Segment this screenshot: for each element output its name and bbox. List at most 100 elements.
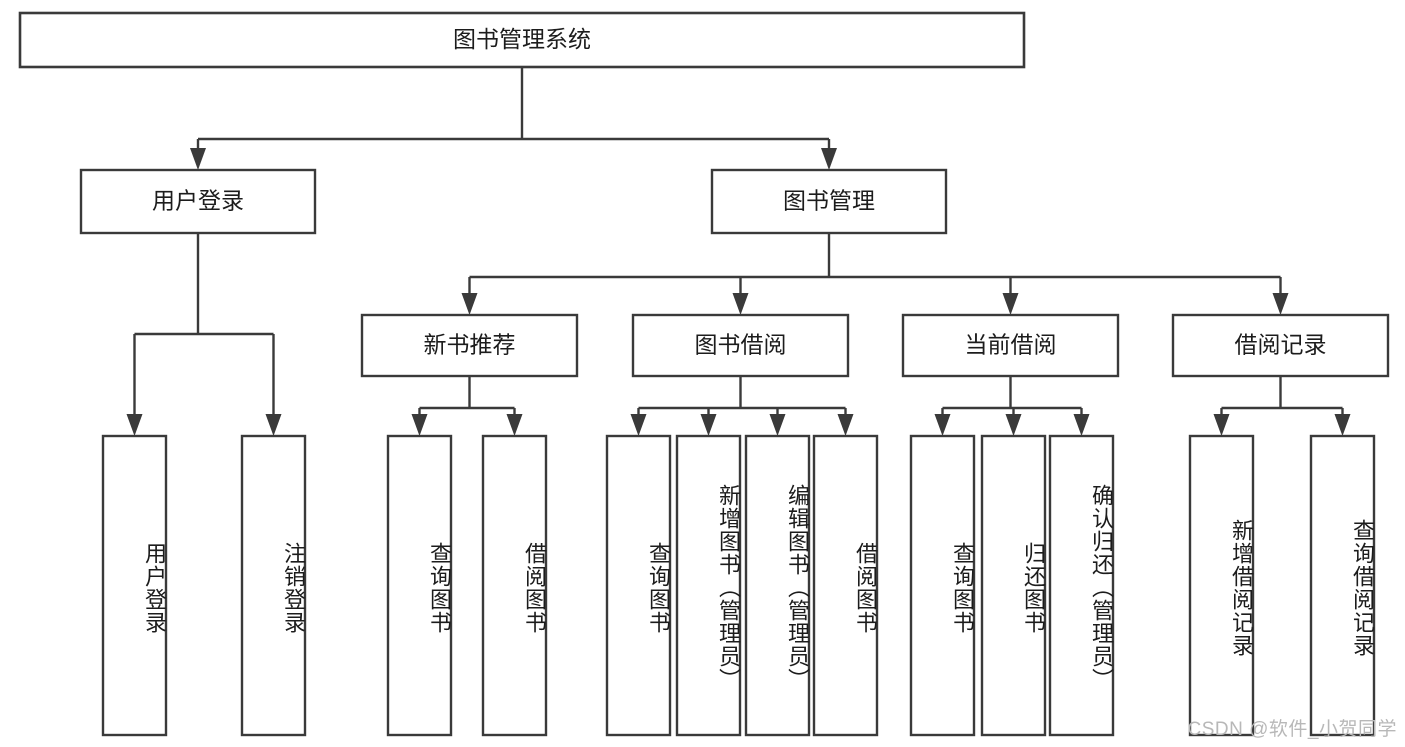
node-leaf-10-label-wrap: 归还图书 — [982, 436, 1046, 735]
node-level2-1-label: 用户登录 — [152, 188, 244, 214]
node-leaf-5-label-wrap: 查询图书 — [607, 436, 671, 735]
arrow-head-icon — [1002, 293, 1019, 315]
node-level3-1[interactable]: 新书推荐 — [360, 313, 579, 378]
node-leaf-6[interactable]: 新增图书（管理员） — [675, 434, 742, 737]
node-leaf-9-label-container: 查询图书 — [911, 436, 975, 735]
node-leaf-4-label-wrap: 借阅图书 — [483, 436, 547, 735]
connector-layer — [126, 67, 1351, 436]
node-root-system[interactable]: 图书管理系统 — [18, 11, 1026, 69]
node-leaf-3[interactable]: 查询图书 — [386, 434, 453, 737]
node-leaf-8-label-container: 借阅图书 — [853, 541, 878, 634]
node-leaf-1-label-container: 用户登录 — [103, 436, 167, 735]
node-root-system-label: 图书管理系统 — [453, 26, 591, 52]
node-leaf-13-label-wrap: 查询借阅记录 — [1311, 436, 1375, 735]
node-leaf-5-rect[interactable] — [605, 434, 672, 737]
arrow-head-icon — [126, 414, 143, 436]
node-level2-2[interactable]: 图书管理 — [710, 168, 948, 235]
node-leaf-11-rect[interactable] — [1048, 434, 1115, 737]
node-leaf-9[interactable]: 查询图书 — [909, 434, 976, 737]
node-leaf-5-label: 查询图书 — [646, 541, 671, 634]
arrow-head-icon — [837, 414, 854, 436]
node-leaf-4-label: 借阅图书 — [522, 541, 547, 634]
node-leaf-7-label: 编辑图书（管理员） — [785, 484, 810, 691]
arrow-head-icon — [1334, 414, 1351, 436]
node-leaf-1[interactable]: 用户登录 — [101, 434, 168, 737]
node-leaf-9-rect[interactable] — [909, 434, 976, 737]
node-leaf-4-rect[interactable] — [481, 434, 548, 737]
node-leaf-2-label-wrap: 注销登录 — [242, 436, 306, 735]
node-leaf-9-label: 查询图书 — [950, 541, 975, 634]
node-leaf-11-label: 确认归还（管理员） — [1089, 484, 1114, 691]
node-leaf-2-label-container: 注销登录 — [242, 436, 306, 735]
node-leaf-11-label-container: 确认归还（管理员） — [1050, 436, 1114, 735]
arrow-head-icon — [700, 414, 717, 436]
node-level3-2-label: 图书借阅 — [695, 332, 787, 358]
node-leaf-11[interactable]: 确认归还（管理员） — [1048, 434, 1115, 737]
node-level3-2[interactable]: 图书借阅 — [631, 313, 850, 378]
node-leaf-8-rect[interactable] — [812, 434, 879, 737]
node-level2-2-label: 图书管理 — [783, 188, 875, 214]
arrow-head-icon — [461, 293, 478, 315]
node-level3-1-rect[interactable] — [360, 313, 579, 378]
node-root-system-rect[interactable] — [18, 11, 1026, 69]
node-leaf-13[interactable]: 查询借阅记录 — [1309, 434, 1376, 737]
node-leaf-1-rect[interactable] — [101, 434, 168, 737]
node-leaf-1-label-wrap: 用户登录 — [103, 436, 167, 735]
node-level2-1[interactable]: 用户登录 — [79, 168, 317, 235]
node-level3-1-label: 新书推荐 — [424, 332, 516, 358]
arrow-head-icon — [1005, 414, 1022, 436]
node-leaf-12-rect[interactable] — [1188, 434, 1255, 737]
node-leaf-12-label-wrap: 新增借阅记录 — [1190, 436, 1254, 735]
node-leaf-10-rect[interactable] — [980, 434, 1047, 737]
node-leaf-4-label-container: 借阅图书 — [483, 436, 547, 735]
node-leaf-12[interactable]: 新增借阅记录 — [1188, 434, 1255, 737]
arrow-head-icon — [506, 414, 523, 436]
node-level2-2-rect[interactable] — [710, 168, 948, 235]
node-leaf-6-rect[interactable] — [675, 434, 742, 737]
arrow-head-icon — [769, 414, 786, 436]
node-leaf-1-label: 用户登录 — [142, 541, 167, 634]
node-leaf-2-rect[interactable] — [240, 434, 307, 737]
node-leaf-3-label-wrap: 查询图书 — [388, 436, 452, 735]
node-leaf-7-rect[interactable] — [744, 434, 811, 737]
node-leaf-12-label-container: 新增借阅记录 — [1190, 436, 1254, 735]
arrow-head-icon — [411, 414, 428, 436]
node-level3-4[interactable]: 借阅记录 — [1171, 313, 1390, 378]
node-leaf-13-label-container: 查询借阅记录 — [1311, 436, 1375, 735]
node-leaf-6-label-container: 新增图书（管理员） — [677, 436, 741, 735]
node-leaf-7-label-wrap: 编辑图书（管理员） — [746, 436, 810, 735]
node-leaf-9-label-wrap: 查询图书 — [911, 436, 975, 735]
node-leaf-3-label-container: 查询图书 — [388, 436, 452, 735]
arrow-head-icon — [821, 148, 837, 170]
node-level2-1-rect[interactable] — [79, 168, 317, 235]
node-level3-3-rect[interactable] — [901, 313, 1120, 378]
node-leaf-8[interactable]: 借阅图书 — [812, 434, 879, 737]
node-leaf-6-label-wrap: 新增图书（管理员） — [677, 436, 741, 735]
node-layer: 图书管理系统用户登录图书管理新书推荐图书借阅当前借阅借阅记录用户登录注销登录查询… — [18, 11, 1390, 737]
node-leaf-2[interactable]: 注销登录 — [240, 434, 307, 737]
node-leaf-3-rect[interactable] — [386, 434, 453, 737]
node-level3-2-rect[interactable] — [631, 313, 850, 378]
arrow-head-icon — [934, 414, 951, 436]
node-leaf-10-label-container: 归还图书 — [982, 436, 1046, 735]
node-leaf-4[interactable]: 借阅图书 — [481, 434, 548, 737]
arrow-head-icon — [1213, 414, 1230, 436]
node-level3-3-label: 当前借阅 — [965, 332, 1057, 358]
arrow-head-icon — [732, 293, 749, 315]
node-level3-4-rect[interactable] — [1171, 313, 1390, 378]
node-leaf-13-rect[interactable] — [1309, 434, 1376, 737]
node-leaf-10[interactable]: 归还图书 — [980, 434, 1047, 737]
node-leaf-5[interactable]: 查询图书 — [605, 434, 672, 737]
node-leaf-2-label: 注销登录 — [281, 541, 306, 634]
node-level3-3[interactable]: 当前借阅 — [901, 313, 1120, 378]
node-leaf-7[interactable]: 编辑图书（管理员） — [744, 434, 811, 737]
node-leaf-8-label: 借阅图书 — [853, 541, 878, 634]
node-leaf-11-label-wrap: 确认归还（管理员） — [1050, 436, 1114, 735]
node-leaf-6-label: 新增图书（管理员） — [716, 484, 741, 691]
arrow-head-icon — [630, 414, 647, 436]
node-leaf-3-label: 查询图书 — [427, 541, 452, 634]
arrow-head-icon — [1272, 293, 1289, 315]
node-leaf-12-label: 新增借阅记录 — [1229, 518, 1254, 657]
